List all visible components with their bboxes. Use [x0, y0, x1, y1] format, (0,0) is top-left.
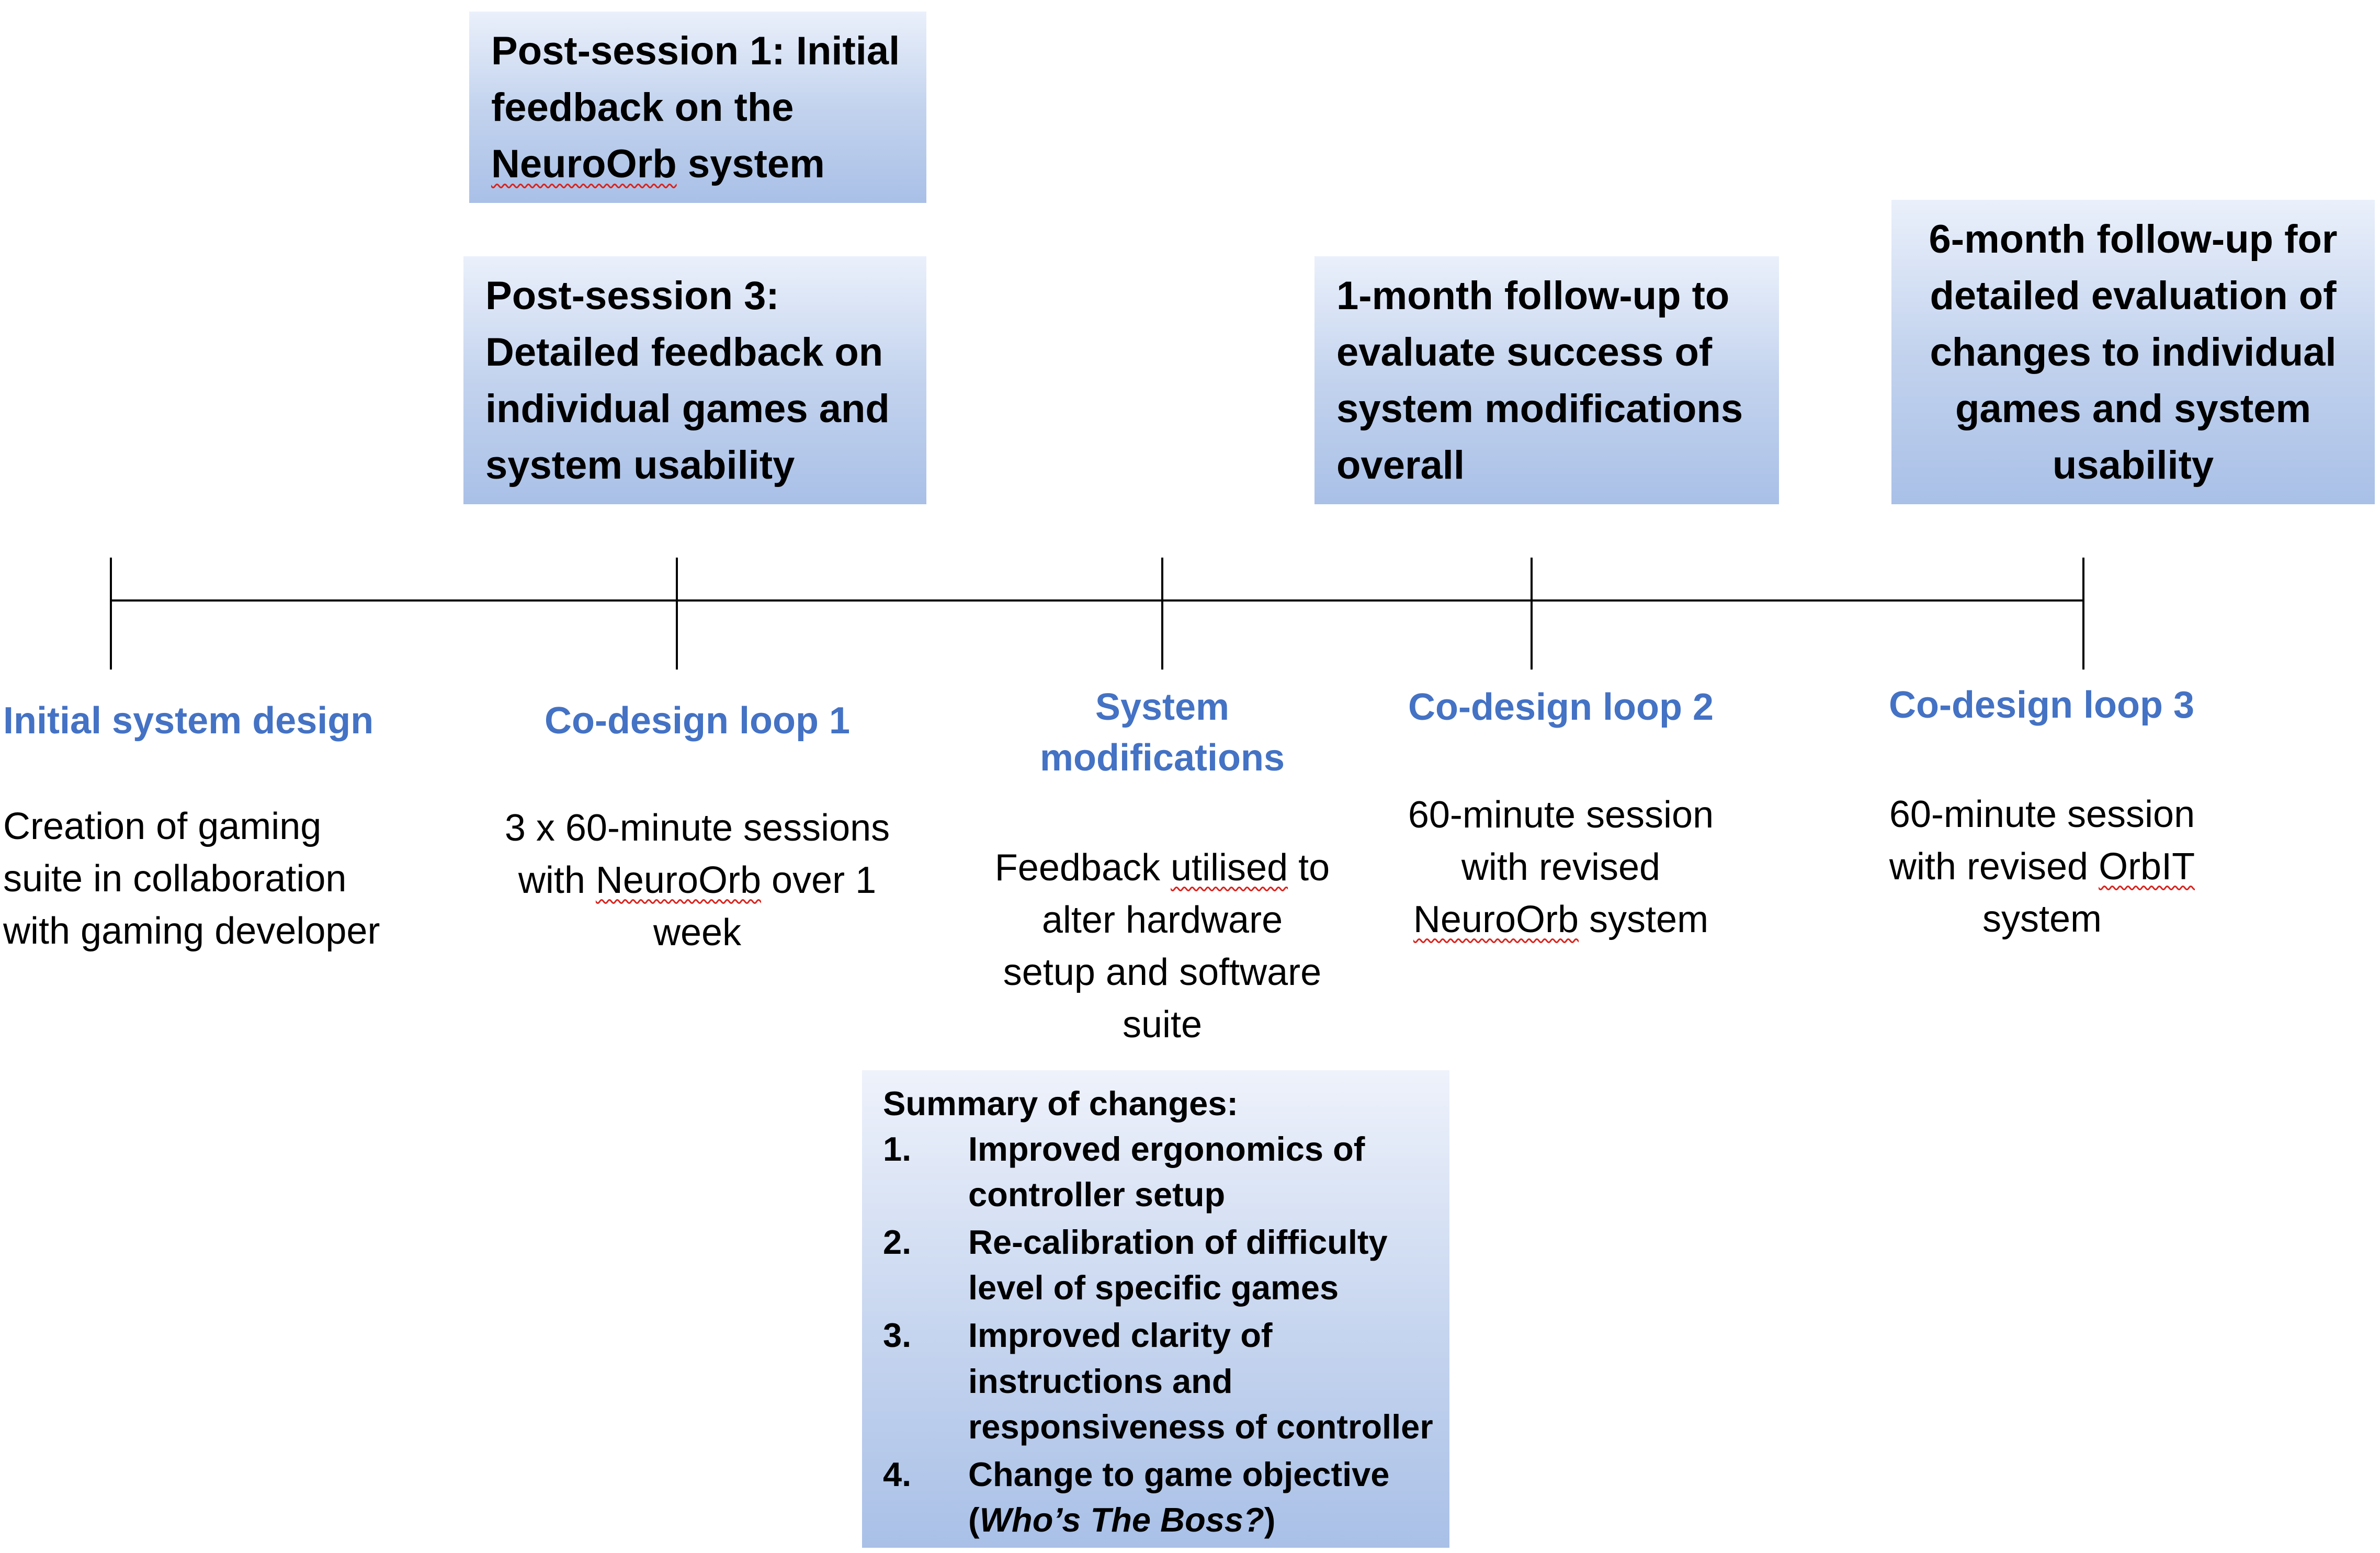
- stage-desc-loop-1: 3 x 60-minute sessions with NeuroOrb ove…: [462, 802, 933, 959]
- summary-item-2-number: 2.: [883, 1223, 912, 1262]
- summary-item-4-paren-open: (: [968, 1500, 980, 1539]
- stage-3-title-line-2: modifications: [1039, 737, 1285, 779]
- game-title-whos-the-boss: Who’s The Boss?: [979, 1500, 1264, 1539]
- one-month-line-1: 1-month follow-up to: [1336, 274, 1730, 318]
- stage-3-desc-line-1: Feedback utilised to: [927, 842, 1398, 894]
- six-month-line-4: games and system: [1955, 386, 2311, 431]
- six-month-line-5: usability: [2052, 443, 2214, 488]
- summary-item-3: 3. Improved clarity of instructions and …: [883, 1312, 1449, 1449]
- summary-item-1: 1. Improved ergonomics of controller set…: [883, 1126, 1449, 1217]
- stage-3-desc-line-3: setup and software: [1003, 951, 1322, 994]
- stage-3-desc-line-1-pre: Feedback: [994, 847, 1171, 889]
- orbit-term: OrbIT: [2099, 846, 2195, 888]
- post-session-1-line-1: Post-session 1: Initial: [491, 29, 900, 73]
- summary-item-2-text: Re-calibration of difficulty level of sp…: [968, 1219, 1388, 1310]
- stage-3-desc-line-4: suite: [1122, 1004, 1203, 1046]
- stage-1-desc-line-1: Creation of gaming: [3, 806, 322, 847]
- six-month-followup-box: 6-month follow-up for detailed evaluatio…: [1891, 200, 2375, 504]
- post-session-1-line-3: NeuroOrb system: [491, 136, 926, 192]
- summary-item-3-line-3: responsiveness of controller: [968, 1407, 1433, 1446]
- stage-3-desc-line-1-post: to: [1288, 847, 1330, 889]
- stage-5-title: Co-design loop 3: [1889, 684, 2194, 726]
- six-month-line-1: 6-month follow-up for: [1929, 217, 2338, 262]
- stage-1-desc-line-2: suite in collaboration: [3, 858, 347, 900]
- summary-item-2-line-1: Re-calibration of difficulty: [968, 1223, 1388, 1262]
- post-session-1-line-2: feedback on the: [491, 85, 794, 130]
- stage-2-desc-line-3: week: [653, 912, 742, 954]
- stage-title-loop-1: Co-design loop 1: [540, 696, 854, 746]
- stage-4-desc-line-2: with revised: [1461, 846, 1661, 889]
- stage-1-desc-line-3: with gaming developer: [3, 910, 380, 953]
- stage-desc-loop-2: 60-minute session with revised NeuroOrb …: [1352, 789, 1770, 946]
- post-session-3-line-2: Detailed feedback on: [485, 330, 883, 375]
- stage-2-desc-line-2-post: over 1: [761, 859, 877, 902]
- summary-item-2-line-2: level of specific games: [968, 1268, 1339, 1307]
- post-session-3-line-4: system usability: [485, 443, 795, 488]
- summary-item-2: 2. Re-calibration of difficulty level of…: [883, 1219, 1449, 1310]
- one-month-line-4: overall: [1336, 443, 1465, 488]
- stage-title-initial-design: Initial system design: [3, 696, 373, 746]
- stage-1-title: Initial system design: [3, 700, 374, 742]
- summary-item-3-number: 3.: [883, 1316, 912, 1355]
- summary-item-1-line-1: Improved ergonomics of: [968, 1130, 1365, 1169]
- summary-title: Summary of changes:: [883, 1084, 1239, 1123]
- summary-item-3-text: Improved clarity of instructions and res…: [968, 1312, 1433, 1449]
- stage-4-desc-line-3: NeuroOrb system: [1352, 893, 1770, 946]
- post-session-1-line-3-rest: system: [676, 141, 825, 186]
- summary-item-4: 4. Change to game objective (Who’s The B…: [883, 1452, 1449, 1543]
- one-month-followup-box: 1-month follow-up to evaluate success of…: [1314, 256, 1779, 504]
- stage-5-desc-line-2: with revised OrbIT: [1833, 841, 2251, 893]
- neuroorb-term: NeuroOrb: [1413, 899, 1579, 941]
- stage-desc-system-modifications: Feedback utilised to alter hardware setu…: [927, 842, 1398, 1051]
- summary-item-3-line-1: Improved clarity of: [968, 1316, 1273, 1355]
- summary-item-4-line-2: (Who’s The Boss?): [968, 1497, 1389, 1543]
- summary-item-1-number: 1.: [883, 1130, 912, 1169]
- stage-desc-loop-3: 60-minute session with revised OrbIT sys…: [1833, 788, 2251, 945]
- stage-5-desc-line-1: 60-minute session: [1889, 793, 2195, 835]
- post-session-3-box: Post-session 3: Detailed feedback on ind…: [463, 256, 926, 504]
- stage-title-loop-2: Co-design loop 2: [1404, 682, 1718, 733]
- post-session-1-box: Post-session 1: Initial feedback on the …: [469, 12, 926, 203]
- stage-title-system-modifications: System modifications: [979, 682, 1345, 784]
- neuroorb-term: NeuroOrb: [491, 141, 677, 186]
- six-month-line-3: changes to individual: [1930, 330, 2337, 375]
- summary-item-1-text: Improved ergonomics of controller setup: [968, 1126, 1365, 1217]
- post-session-3-line-3: individual games and: [485, 386, 890, 431]
- stage-4-desc-line-3-post: system: [1579, 899, 1709, 941]
- stage-5-desc-line-2-pre: with revised: [1889, 846, 2099, 888]
- one-month-line-2: evaluate success of: [1336, 330, 1713, 375]
- stage-2-title: Co-design loop 1: [545, 700, 850, 742]
- summary-item-3-line-2: instructions and: [968, 1362, 1233, 1400]
- stage-desc-initial-design: Creation of gaming suite in collaboratio…: [3, 800, 380, 957]
- stage-2-desc-line-2: with NeuroOrb over 1: [462, 854, 933, 906]
- summary-item-1-line-2: controller setup: [968, 1175, 1226, 1214]
- stage-4-title: Co-design loop 2: [1408, 686, 1714, 728]
- summary-item-4-number: 4.: [883, 1455, 912, 1493]
- utilised-term: utilised: [1171, 847, 1288, 889]
- stage-4-desc-line-1: 60-minute session: [1408, 794, 1714, 836]
- one-month-line-3: system modifications: [1336, 386, 1743, 431]
- summary-item-4-line-1: Change to game objective: [968, 1455, 1390, 1493]
- summary-item-4-text: Change to game objective (Who’s The Boss…: [968, 1452, 1389, 1543]
- post-session-3-line-1: Post-session 3:: [485, 274, 779, 318]
- stage-3-title-line-1: System: [1095, 686, 1230, 728]
- stage-2-desc-line-2-pre: with: [518, 859, 596, 902]
- summary-of-changes-box: Summary of changes: 1. Improved ergonomi…: [862, 1070, 1449, 1548]
- neuroorb-term: NeuroOrb: [595, 859, 762, 902]
- summary-item-4-paren-close: ): [1264, 1500, 1276, 1539]
- six-month-line-2: detailed evaluation of: [1930, 273, 2337, 318]
- stage-5-desc-line-3: system: [1982, 898, 2102, 940]
- stage-3-desc-line-2: alter hardware: [1041, 899, 1283, 942]
- stage-title-loop-3: Co-design loop 3: [1885, 680, 2198, 731]
- stage-2-desc-line-1: 3 x 60-minute sessions: [504, 807, 890, 849]
